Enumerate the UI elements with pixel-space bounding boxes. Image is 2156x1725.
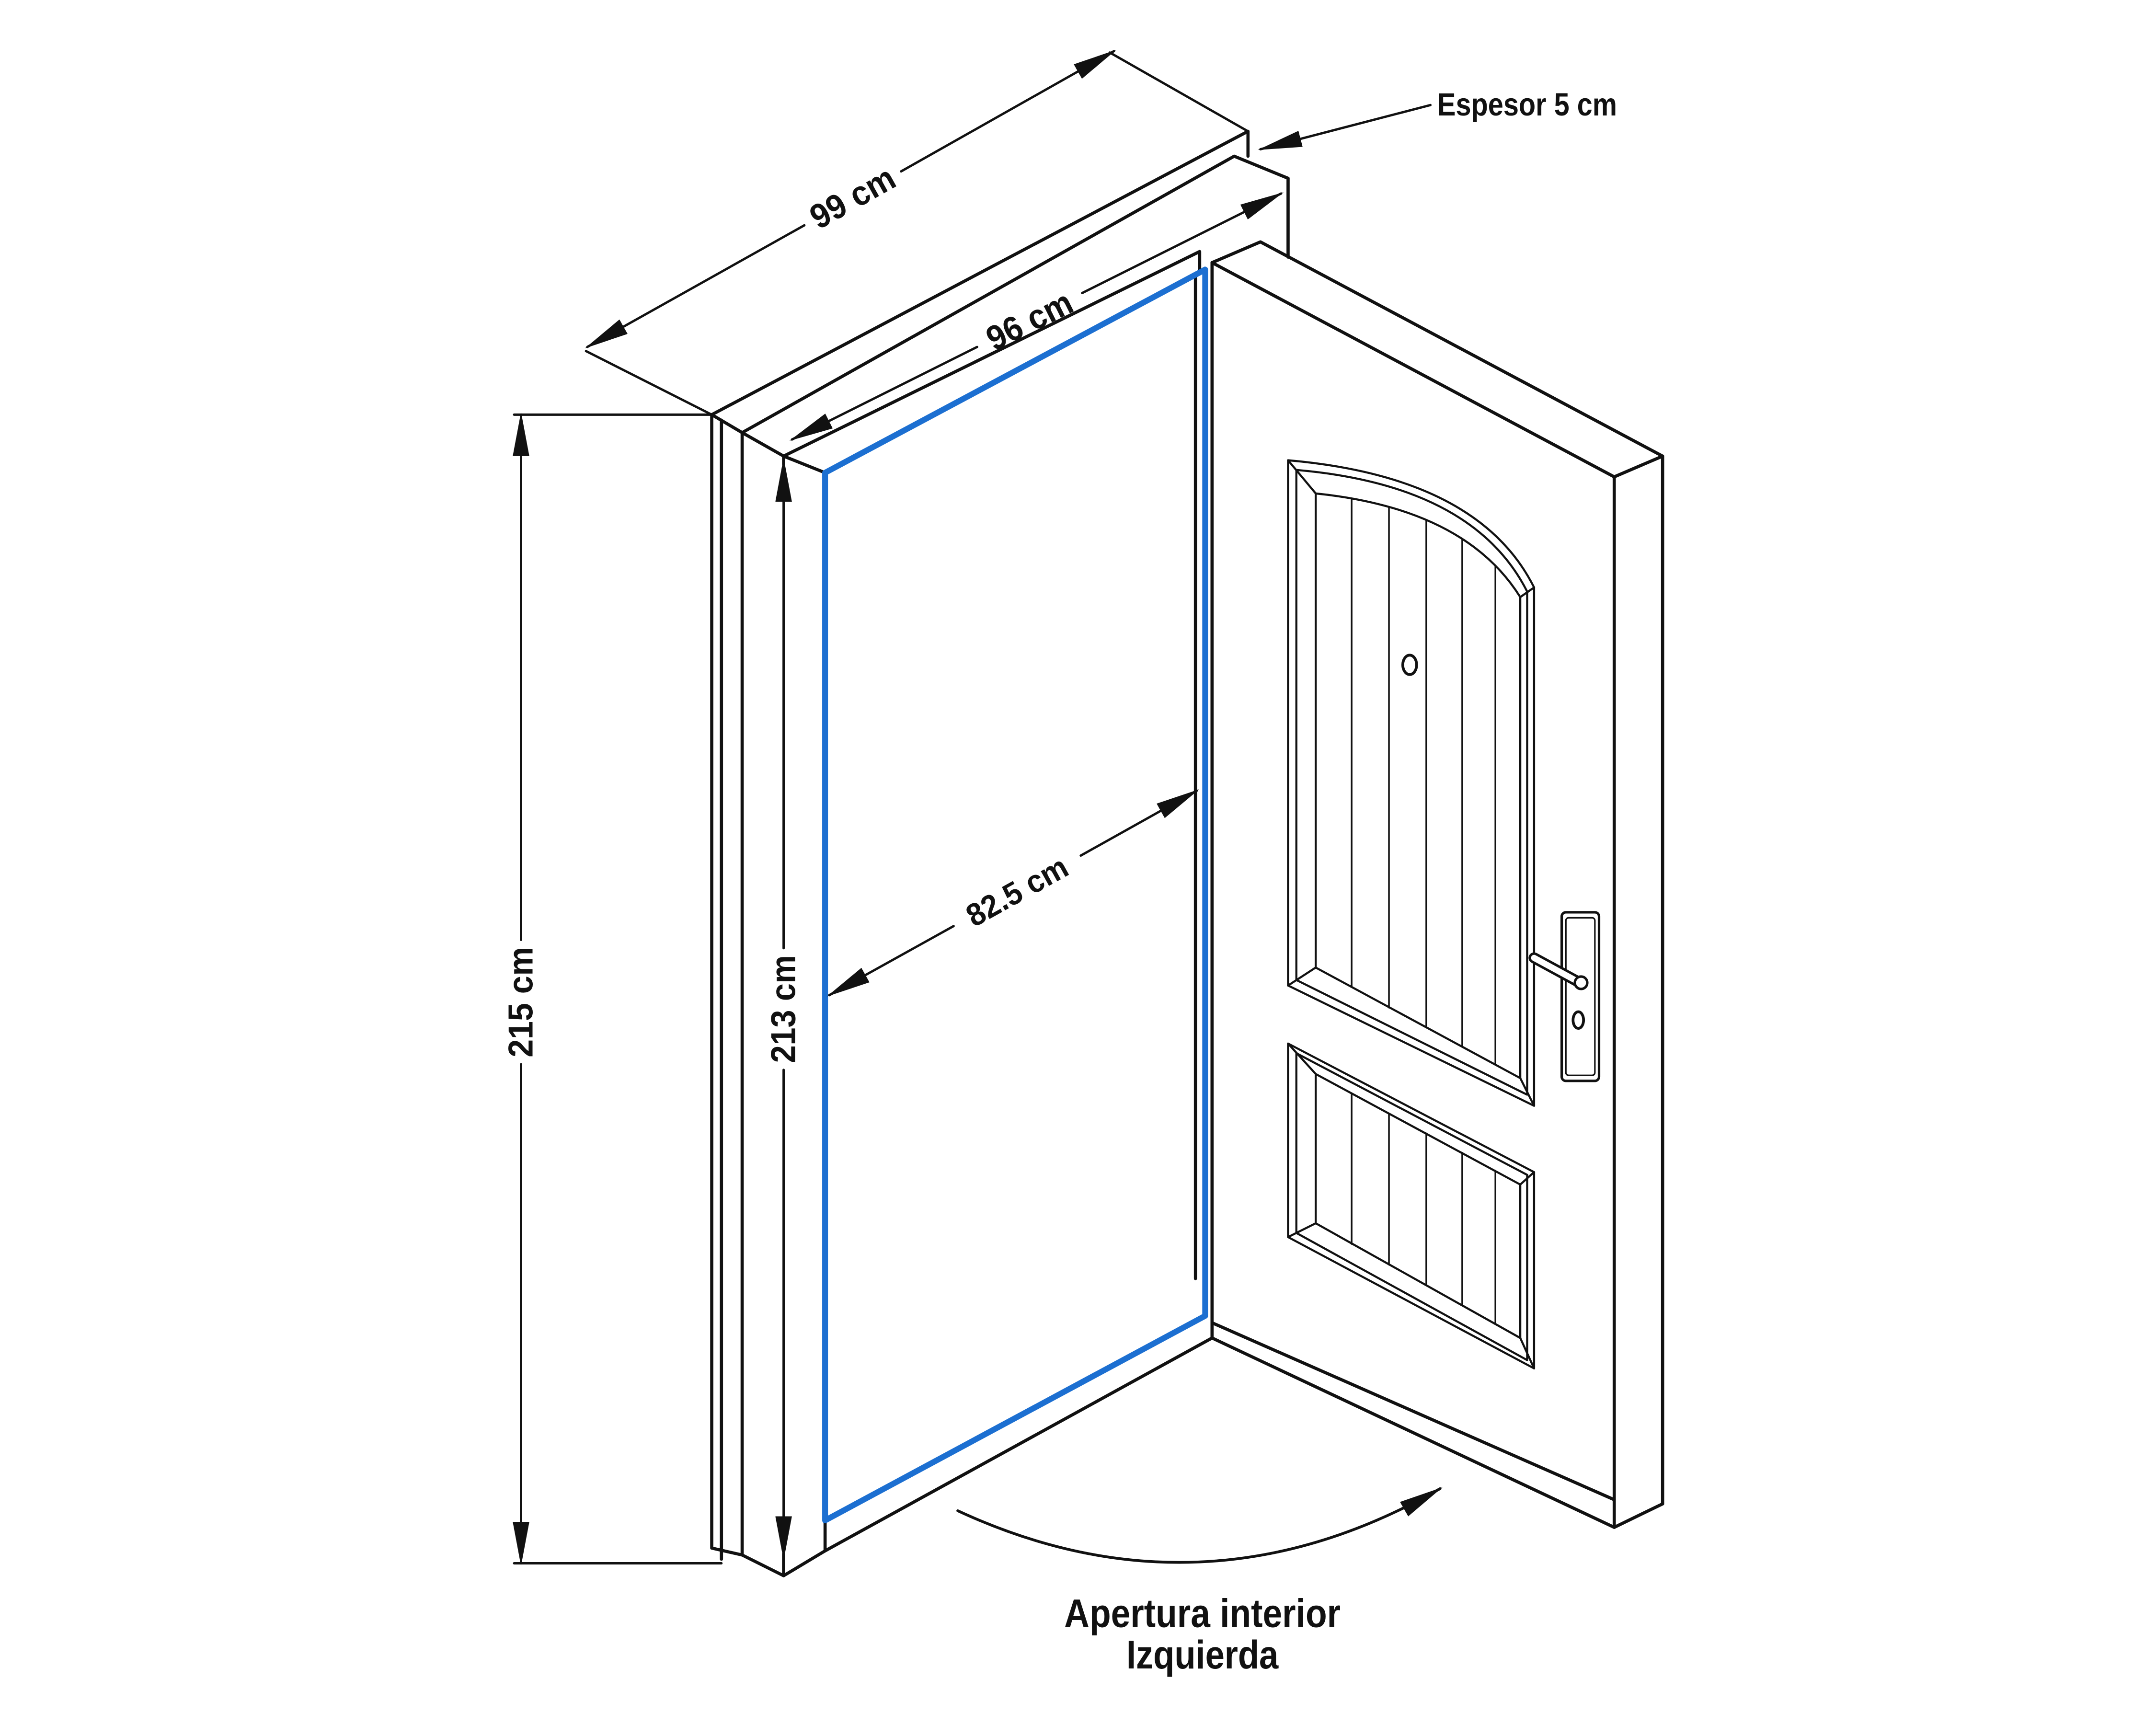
frame-top-left-corner	[710, 413, 827, 474]
lower-panel-bevel-corners	[1287, 1042, 1536, 1369]
thickness-leader-arrow	[1258, 104, 1432, 150]
frame-top-front-edge	[740, 154, 1290, 435]
door-frame	[710, 129, 1290, 1577]
door-latch-edge-back	[1612, 454, 1664, 1529]
opening-width-label: 82.5 cm	[960, 849, 1074, 934]
dimension-line-82-5-b	[1079, 789, 1200, 857]
extension-line-99-right	[1108, 51, 1250, 133]
frame-top-back-edge	[710, 129, 1250, 416]
extension-line-99-left	[585, 350, 713, 416]
frame-left-side-outer-edge	[710, 413, 744, 1557]
lower-panel-outer	[1287, 1042, 1536, 1369]
dimension-line-99-a	[585, 224, 806, 348]
door-lower-panel	[1287, 1042, 1536, 1369]
door-opening-outline	[822, 266, 1208, 1524]
keyhole	[1571, 1010, 1585, 1030]
dimension-line-96-b	[1081, 192, 1284, 294]
floor-line	[1210, 1336, 1616, 1529]
door-bottom-front-edge	[1210, 1321, 1616, 1502]
lower-panel-molding	[1295, 1052, 1528, 1361]
dimension-line-82-5-a	[826, 925, 955, 997]
handle-rosette	[1573, 975, 1589, 990]
lower-panel-inner	[1314, 1073, 1522, 1339]
upper-panel-inner	[1314, 492, 1522, 1080]
dimension-lines	[513, 49, 1443, 1566]
upper-panel-grooves	[1351, 498, 1496, 1065]
upper-panel-outer	[1287, 459, 1536, 1107]
thickness-label: Espesor 5 cm	[1437, 87, 1617, 123]
opening-direction-arrow	[956, 1487, 1443, 1564]
opening-direction-line1: Apertura interior	[1064, 1590, 1341, 1635]
upper-panel-molding	[1295, 469, 1528, 1096]
handle-plate-inner	[1565, 917, 1596, 1076]
door-top-front-edge	[1210, 261, 1616, 479]
door-leaf	[1210, 240, 1664, 1529]
outer-height-label: 215 cm	[502, 947, 540, 1058]
dimension-labels: 99 cm 96 cm 82.5 cm 213 cm 215 cm Espeso…	[502, 87, 1617, 1677]
outer-width-label: 99 cm	[803, 159, 902, 237]
door-top-face	[1210, 240, 1664, 479]
frame-head-inner-edge	[782, 250, 1202, 458]
frame-sill-edge	[823, 1336, 1214, 1552]
opening-direction-line2: Izquierda	[1126, 1632, 1279, 1677]
handle-plate	[1560, 911, 1601, 1082]
dimension-line-99-b	[900, 49, 1117, 173]
peephole	[1401, 654, 1418, 676]
door-handle	[1528, 911, 1601, 1082]
door-upper-panel	[1287, 459, 1536, 1107]
dimension-line-96-a	[789, 345, 978, 441]
upper-panel-bevel-corners	[1287, 459, 1536, 1107]
inner-height-label: 213 cm	[765, 955, 803, 1063]
lower-panel-grooves	[1351, 1092, 1496, 1325]
